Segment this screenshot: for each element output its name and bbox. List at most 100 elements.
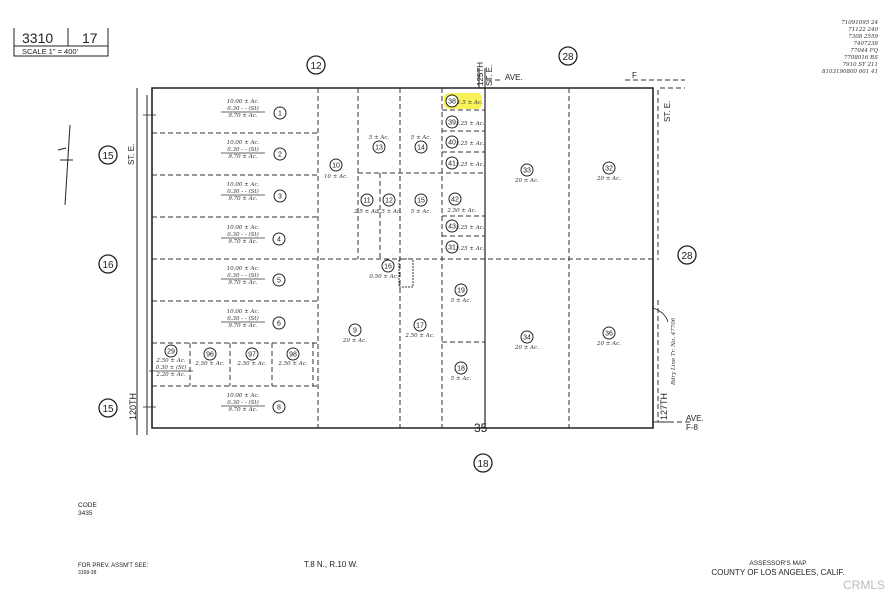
lot-number: 39 bbox=[448, 120, 456, 127]
adjacent-page-number: 18 bbox=[477, 459, 489, 470]
lot-acreage: 10.00 ± Ac. bbox=[227, 182, 260, 188]
map-footer: CODE 3435 FOR PREV. ASSM'T SEE: 3168-38 … bbox=[78, 502, 845, 577]
lot-acreage: 20 ± Ac. bbox=[514, 178, 539, 184]
lot-acreage: 0.30 - - (St) bbox=[227, 146, 258, 153]
lot-number: 18 bbox=[457, 366, 465, 373]
lot-number: 17 bbox=[416, 323, 424, 330]
adjacent-page-number: 28 bbox=[562, 52, 574, 63]
avenue-label: AVE. bbox=[505, 73, 523, 82]
lot-acreage: 10.00 ± Ac. bbox=[227, 140, 260, 146]
lot-acreage: 20 ± Ac. bbox=[514, 345, 539, 351]
lot-number: 5 bbox=[277, 278, 281, 285]
lot-number: 16 bbox=[384, 264, 392, 271]
lot-acreage: 2.50 ± Ac. bbox=[277, 361, 307, 367]
book-number: 3310 bbox=[22, 30, 53, 46]
lot-acreage: 5 ± Ac. bbox=[411, 209, 432, 215]
lot-number: 6 bbox=[277, 321, 281, 328]
adjacent-page-ref: 28 bbox=[558, 46, 578, 66]
lot-acreage: 9.70 ± Ac. bbox=[228, 113, 257, 119]
adjacent-page-number: 28 bbox=[681, 251, 693, 262]
lot-acreage: 5 ± Ac. bbox=[451, 298, 472, 304]
lot-acreage: 0.30 - - (St) bbox=[227, 231, 258, 238]
lot-number: 96 bbox=[206, 352, 214, 359]
lot-number: 41 bbox=[448, 161, 456, 168]
adjacent-page-number: 16 bbox=[102, 260, 114, 271]
lot-96: 962.50 ± Ac. bbox=[194, 347, 225, 367]
lot-3: 310.00 ± Ac.0.30 - - (St)9.70 ± Ac. bbox=[221, 182, 287, 203]
lot-number: 32 bbox=[605, 166, 613, 173]
lot-14: 145 ± Ac. bbox=[411, 135, 431, 154]
avenue-f: F bbox=[632, 71, 637, 80]
recording-note: 7308 2559 bbox=[848, 34, 878, 40]
street-labels: 125TH ST. E. AVE. F ST. E. ST. E. 120TH … bbox=[57, 62, 704, 435]
code-label: CODE bbox=[78, 502, 97, 509]
lot-acreage: 20 ± Ac. bbox=[342, 338, 367, 344]
lot-15: 155 ± Ac. bbox=[411, 193, 432, 215]
lot-acreage: 20 ± Ac. bbox=[596, 176, 621, 182]
lot-acreage: 2.50 ± Ac. bbox=[446, 208, 476, 214]
lot-number: 12 bbox=[385, 198, 393, 205]
lot-number: 33 bbox=[523, 168, 531, 175]
lot-number: 11 bbox=[363, 198, 370, 205]
recording-note: 7407238 bbox=[854, 41, 879, 47]
section-number: 35 bbox=[474, 421, 488, 435]
lot-acreage: 9.70 ± Ac. bbox=[228, 407, 257, 413]
street-120th: 120TH bbox=[128, 393, 138, 420]
lot-acreage: 1.25 ± Ac. bbox=[455, 141, 484, 147]
lot-19: 195 ± Ac. bbox=[451, 283, 472, 304]
lot-number: 1 bbox=[278, 111, 282, 118]
lot-acreage: 2.20 ± Ac. bbox=[155, 372, 185, 378]
lot-98: 98 2.50 ± Ac. bbox=[277, 347, 308, 367]
lot-acreage: 0.30 ± (St) bbox=[156, 364, 187, 371]
parcel-lines bbox=[136, 68, 690, 435]
avenue-f8-b: F-8 bbox=[686, 423, 699, 432]
lot-number: 14 bbox=[417, 145, 425, 152]
lot-number: 98 bbox=[289, 352, 297, 359]
lot-acreage: 1.25 ± Ac. bbox=[455, 162, 484, 168]
lot-4: 410.00 ± Ac.0.30 - - (St)9.70 ± Ac. bbox=[221, 225, 286, 246]
adjacent-page-ref: 15 bbox=[98, 145, 118, 165]
lot-acreage: 2.50 ± Ac. bbox=[236, 361, 266, 367]
lot-acreage: 10.00 ± Ac. bbox=[227, 309, 260, 315]
lot-29: 292.50 ± Ac.0.30 ± (St)2.20 ± Ac. bbox=[149, 344, 193, 378]
lot-number: 4 bbox=[277, 237, 281, 244]
lot-number: 42 bbox=[451, 197, 459, 204]
dimension-ticks bbox=[143, 114, 156, 408]
lot-acreage: 9.70 ± Ac. bbox=[228, 196, 257, 202]
lot-acreage: 5 ± Ac. bbox=[369, 135, 390, 141]
lot-acreage: 9.70 ± Ac. bbox=[228, 239, 257, 245]
lot-acreage: 0.30 - - (St) bbox=[227, 188, 258, 195]
lot-acreage: 10.00 ± Ac. bbox=[227, 99, 260, 105]
adjacent-page-ref: 15 bbox=[98, 398, 118, 418]
lot-number: 29 bbox=[167, 349, 175, 356]
code-value: 3435 bbox=[78, 510, 93, 517]
lot-acreage: 0.30 - - (St) bbox=[227, 105, 258, 112]
lot-acreage: 9.70 ± Ac. bbox=[228, 280, 257, 286]
street-e-right: ST. E. bbox=[663, 101, 672, 122]
lot-17: 172.50 ± Ac. bbox=[404, 318, 435, 339]
lot-11: 112.5 ± Ac. bbox=[353, 193, 380, 215]
lot-number: 38 bbox=[448, 99, 456, 106]
lot-acreage: 10.00 ± Ac. bbox=[227, 266, 260, 272]
avenue-f8-a: AVE. bbox=[686, 414, 704, 423]
page-number: 17 bbox=[82, 30, 98, 46]
lot-acreage: 9.70 ± Ac. bbox=[228, 323, 257, 329]
lot-acreage: 1.25 ± Ac. bbox=[455, 246, 484, 252]
lot-16: 160.50 ± Ac. bbox=[369, 259, 399, 280]
street-127th: 127TH bbox=[659, 393, 669, 420]
lot-acreage: 10.00 ± Ac. bbox=[227, 393, 260, 399]
lot-number: 36 bbox=[605, 331, 613, 338]
recording-note: 71122 240 bbox=[848, 27, 878, 33]
recording-note: 7910 SY 211 bbox=[843, 62, 878, 68]
adjacent-page-ref: 12 bbox=[306, 55, 326, 75]
lot-number: 97 bbox=[248, 352, 256, 359]
